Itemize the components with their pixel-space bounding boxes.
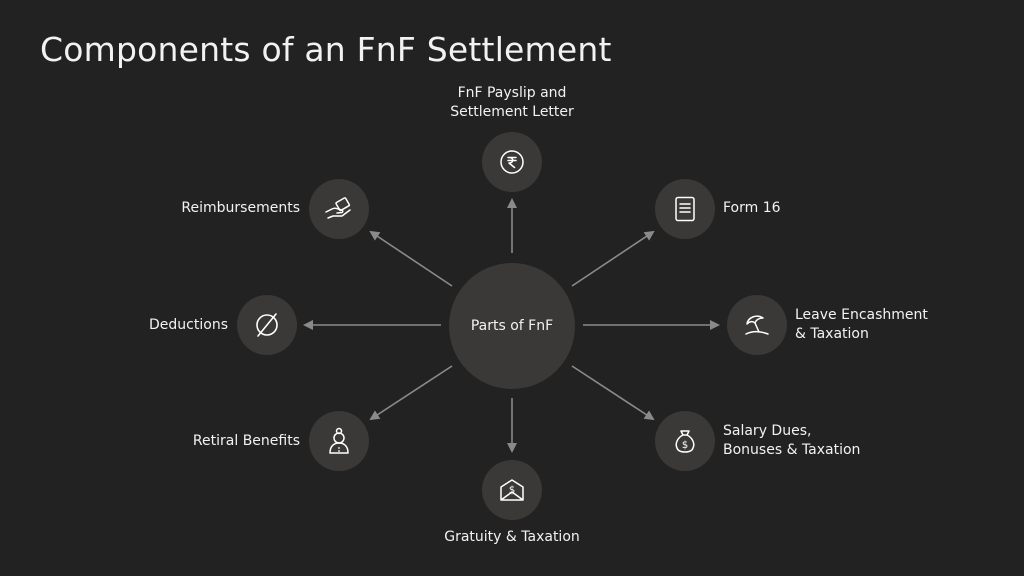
node-leave: [727, 295, 787, 355]
node-gratuity: $: [482, 460, 542, 520]
money-bag-icon: $: [675, 430, 695, 453]
rupee-icon: [500, 150, 524, 174]
empty-set-icon: [256, 313, 278, 337]
node-form16: [655, 179, 715, 239]
node-payslip: [482, 132, 542, 192]
label-reimbursements: Reimbursements: [181, 200, 300, 216]
elderly-person-icon: [329, 427, 349, 454]
arrow-to-form16: [571, 230, 655, 287]
label-salary: Salary Dues, Bonuses & Taxation: [723, 423, 861, 458]
node-deductions: [237, 295, 297, 355]
label-deductions: Deductions: [149, 317, 228, 333]
arrow-to-retiral: [369, 365, 453, 421]
page-title: Components of an FnF Settlement: [40, 30, 612, 69]
beach-umbrella-icon: [745, 315, 769, 335]
label-leave: Leave Encashment & Taxation: [795, 307, 928, 342]
svg-text:$: $: [509, 485, 515, 496]
arrow-to-salary: [571, 365, 655, 421]
document-icon: [675, 196, 695, 222]
svg-text:$: $: [682, 440, 688, 451]
center-label: Parts of FnF: [470, 318, 554, 334]
label-form16: Form 16: [723, 200, 781, 216]
label-retiral: Retiral Benefits: [192, 433, 300, 449]
hand-money-icon: [325, 197, 351, 219]
money-envelope-icon: $: [500, 479, 524, 501]
label-payslip: FnF Payslip and Settlement Letter: [450, 85, 574, 120]
center-node: Parts of FnF: [449, 263, 575, 389]
arrow-to-reimbursements: [369, 230, 453, 287]
node-salary: $: [655, 411, 715, 471]
node-reimbursements: [309, 179, 369, 239]
node-retiral: [309, 411, 369, 471]
label-gratuity: Gratuity & Taxation: [444, 529, 580, 545]
